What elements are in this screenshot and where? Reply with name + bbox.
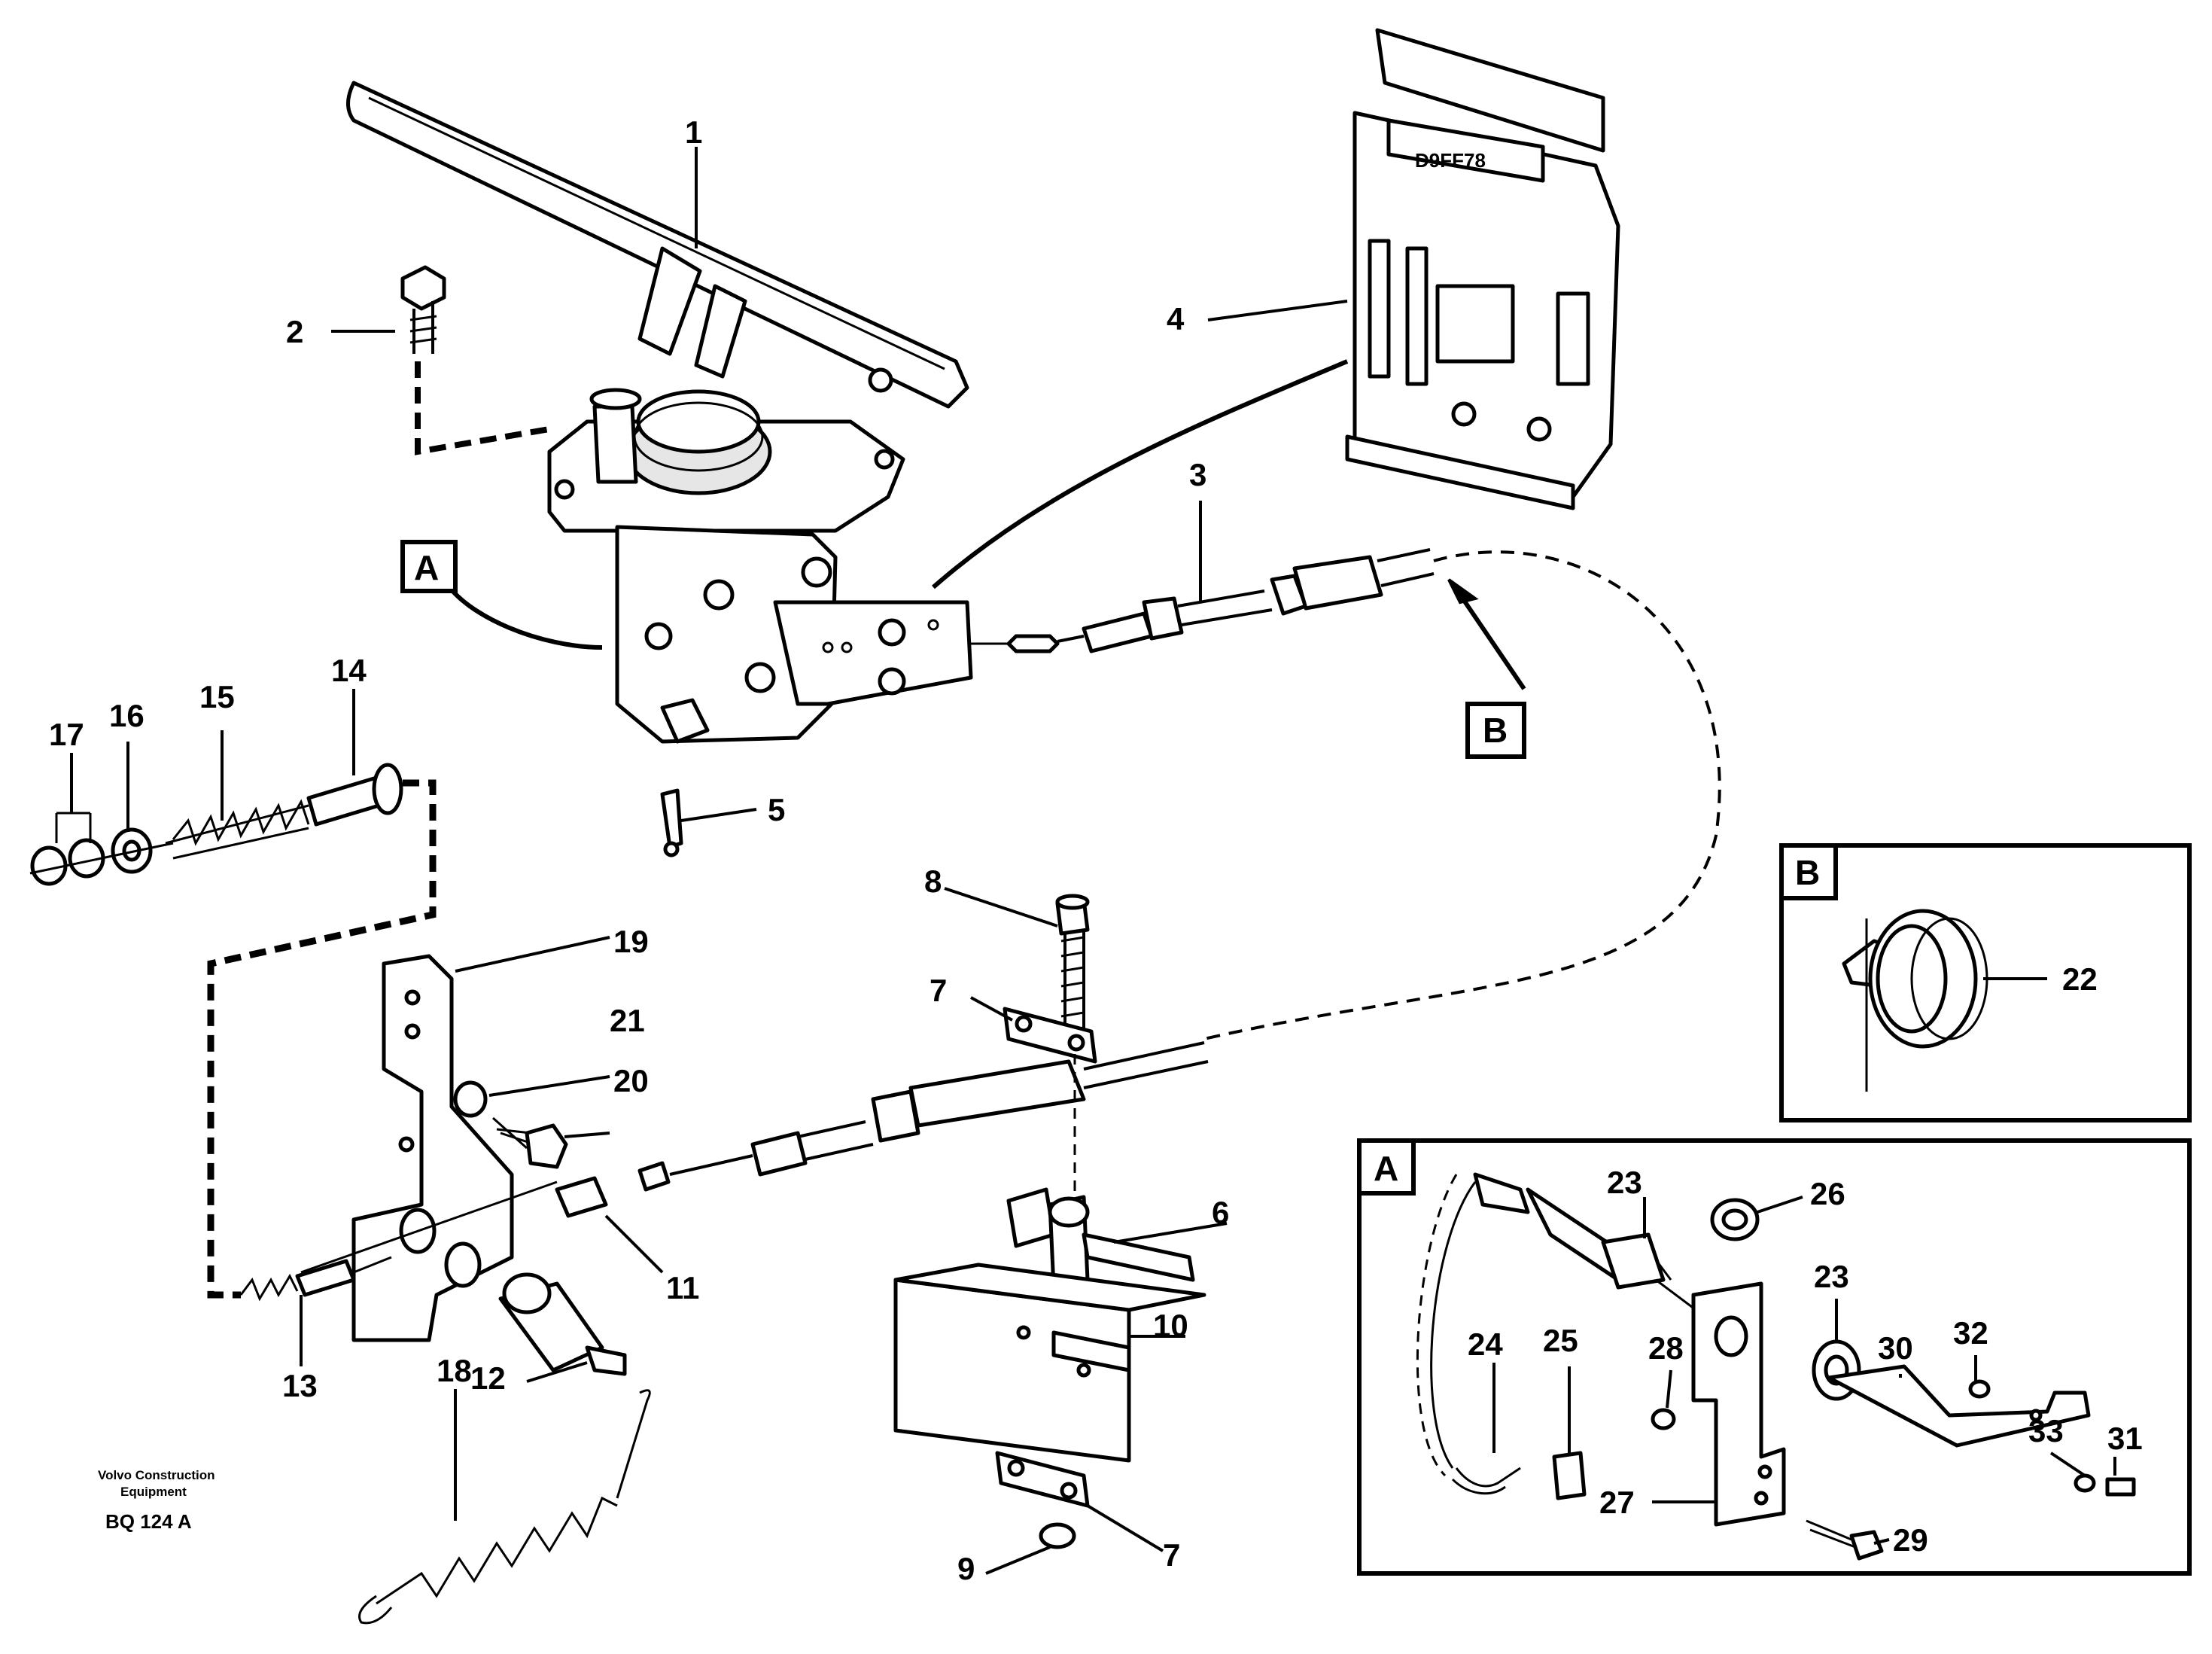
spring-rod-13 xyxy=(239,1256,392,1302)
arrow-to-b xyxy=(1447,578,1526,690)
cotter-pin-5 xyxy=(660,788,683,857)
washer-26 xyxy=(1710,1198,1760,1241)
spring-15 xyxy=(165,799,310,860)
label-12: 12 xyxy=(470,1360,506,1396)
label-7a: 7 xyxy=(930,973,947,1008)
label-5: 5 xyxy=(768,792,785,827)
bracket-27 xyxy=(1691,1281,1786,1527)
throttle-cable xyxy=(971,548,1721,1040)
manufacturer-block: Volvo Construction Equipment BQ 124 A xyxy=(98,1468,215,1533)
detail-b-title: B xyxy=(1795,853,1820,892)
connector-24 xyxy=(1451,1467,1521,1495)
label-8: 8 xyxy=(924,864,942,899)
nuts-17 xyxy=(29,812,174,886)
label-7b: 7 xyxy=(1163,1537,1180,1573)
spring-18 xyxy=(358,1389,651,1625)
leader-lines xyxy=(70,147,2116,1575)
manufacturer-line-1: Volvo Construction xyxy=(98,1468,215,1482)
label-31: 31 xyxy=(2107,1421,2143,1456)
label-28: 28 xyxy=(1648,1330,1684,1366)
label-29: 29 xyxy=(1893,1522,1928,1558)
control-unit-wire xyxy=(932,359,1349,589)
label-21: 21 xyxy=(610,1003,645,1038)
clamp-6 xyxy=(1006,1187,1195,1290)
pedal-base xyxy=(547,388,905,533)
dashed-link-left xyxy=(207,779,437,1299)
label-6: 6 xyxy=(1212,1195,1229,1230)
connector-25 xyxy=(1552,1451,1587,1500)
label-17: 17 xyxy=(49,717,84,752)
control-unit: D9FF78 xyxy=(1345,28,1620,510)
label-18: 18 xyxy=(437,1353,472,1388)
accelerator-pedal xyxy=(346,81,969,409)
label-3: 3 xyxy=(1189,457,1206,492)
bolt-8 xyxy=(1055,894,1090,1039)
label-11: 11 xyxy=(666,1270,699,1305)
control-unit-label: D9FF78 xyxy=(1415,149,1486,172)
label-24: 24 xyxy=(1468,1327,1503,1362)
label-13: 13 xyxy=(282,1368,318,1403)
washer-16 xyxy=(111,827,153,874)
label-20: 20 xyxy=(613,1063,649,1098)
label-23a: 23 xyxy=(1607,1165,1642,1200)
label-23b: 23 xyxy=(1814,1259,1849,1294)
label-15: 15 xyxy=(199,679,235,714)
label-30: 30 xyxy=(1878,1330,1913,1366)
detail-a-title: A xyxy=(1374,1149,1398,1188)
part-labels: 1 2 3 4 5 6 7 7 8 9 10 11 12 13 14 15 16… xyxy=(49,114,2143,1586)
manufacturer-line-2: Equipment xyxy=(120,1485,187,1499)
drawing-code: BQ 124 A xyxy=(105,1510,192,1533)
svg-text:A: A xyxy=(414,548,439,587)
callout-a: A xyxy=(400,540,458,593)
bolt-20 xyxy=(492,1116,568,1169)
label-26: 26 xyxy=(1810,1176,1845,1211)
bolt-29 xyxy=(1806,1519,1884,1561)
label-14: 14 xyxy=(331,653,367,688)
sleeve-12 xyxy=(498,1272,627,1376)
washer-32 xyxy=(1968,1379,1991,1399)
bolt-31 xyxy=(2074,1473,2136,1497)
label-2: 2 xyxy=(286,314,303,349)
washer-28 xyxy=(1651,1408,1676,1430)
nut-9 xyxy=(1039,1522,1076,1549)
label-9: 9 xyxy=(957,1551,975,1586)
label-25: 25 xyxy=(1543,1323,1578,1358)
pin-14 xyxy=(306,763,403,827)
label-27: 27 xyxy=(1599,1485,1635,1520)
label-10: 10 xyxy=(1153,1308,1188,1343)
bracket-10 xyxy=(893,1263,1206,1463)
svg-text:B: B xyxy=(1483,711,1508,750)
detail-a-panel xyxy=(1357,1138,2192,1576)
washer-21 xyxy=(453,1080,488,1118)
label-22: 22 xyxy=(2062,961,2098,997)
label-1: 1 xyxy=(685,114,702,150)
bolt-2 xyxy=(400,265,550,455)
plate-7-upper xyxy=(1003,1007,1097,1064)
pedal-bracket xyxy=(615,525,973,744)
sensor-23 xyxy=(1416,1172,1747,1477)
label-33: 33 xyxy=(2028,1413,2064,1448)
label-16: 16 xyxy=(109,698,145,733)
lever-30 xyxy=(1827,1364,2091,1448)
lower-cable xyxy=(300,1041,1209,1274)
plate-7-lower xyxy=(995,1451,1090,1508)
label-32: 32 xyxy=(1953,1315,1988,1351)
callout-b: B xyxy=(1465,702,1526,759)
detail-b-panel xyxy=(1779,843,2192,1122)
lever-19 xyxy=(351,954,514,1342)
label-4: 4 xyxy=(1167,301,1185,337)
label-19: 19 xyxy=(613,924,649,959)
